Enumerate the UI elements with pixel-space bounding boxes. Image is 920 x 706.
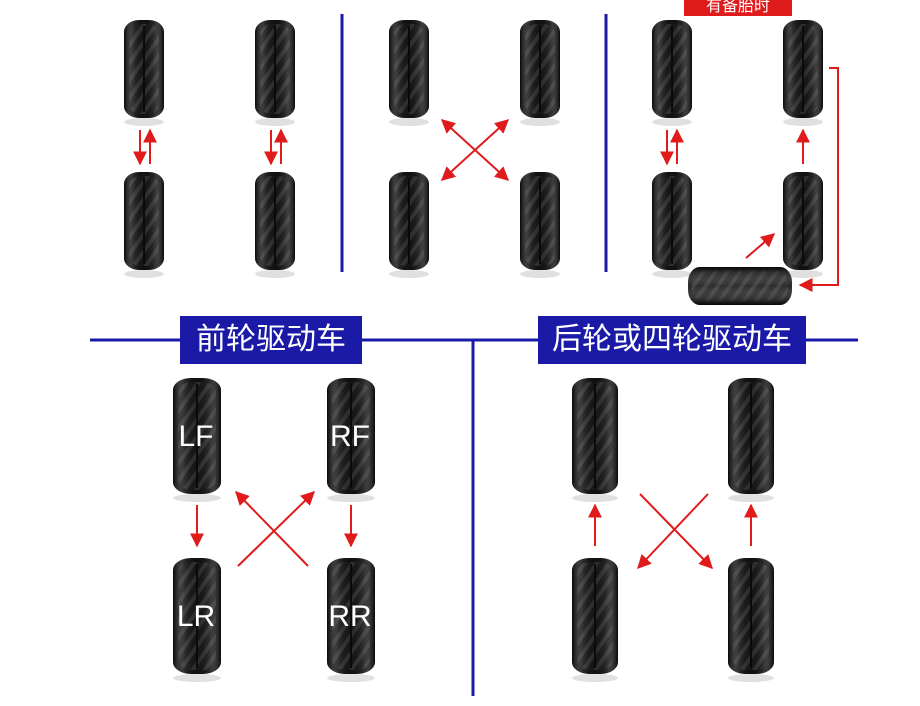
tire-rwd-1 xyxy=(572,378,618,502)
tire-top-mid-4 xyxy=(520,172,560,278)
tire-shine xyxy=(652,172,692,270)
tire-shine xyxy=(783,172,823,270)
tire-shadow xyxy=(173,494,221,502)
tire-top-mid-3 xyxy=(389,172,429,278)
tire-shadow xyxy=(728,494,774,502)
tire-shadow xyxy=(173,674,221,682)
position-label-rf: RF xyxy=(330,420,370,453)
spare-tire-tag: 有备胎时 xyxy=(684,0,792,16)
tire-shine xyxy=(688,267,792,305)
tire-shadow xyxy=(652,270,692,278)
tire-top-left-3 xyxy=(124,172,164,278)
rotation-arrows xyxy=(133,67,839,570)
tire-top-mid-1 xyxy=(389,20,429,126)
tire-shine xyxy=(728,558,774,674)
tire-shadow xyxy=(124,118,164,126)
tire-shadow xyxy=(520,270,560,278)
tire-shine xyxy=(728,378,774,494)
tire-shine xyxy=(389,172,429,270)
tire-shine xyxy=(520,20,560,118)
tire-shine xyxy=(389,20,429,118)
tire-shine xyxy=(124,20,164,118)
tire-shadow xyxy=(520,118,560,126)
position-label-lf: LF xyxy=(178,420,214,453)
tire-top-left-1 xyxy=(124,20,164,126)
arrow-cross xyxy=(639,493,713,570)
tire-shadow xyxy=(783,270,823,278)
tire-shadow xyxy=(652,118,692,126)
rear-or-4wd-title: 后轮或四轮驱动车 xyxy=(538,316,806,364)
tire-shadow xyxy=(389,270,429,278)
tire-top-right-4 xyxy=(783,172,823,278)
tire-lr xyxy=(173,558,221,682)
tire-shine xyxy=(783,20,823,118)
tire-rr xyxy=(327,558,375,682)
tire-shadow xyxy=(124,270,164,278)
tire-rwd-3 xyxy=(572,558,618,682)
tire-shine xyxy=(173,558,221,674)
tire-shadow xyxy=(572,494,618,502)
tire-top-mid-2 xyxy=(520,20,560,126)
tire-shine xyxy=(173,378,221,494)
arrow-rr-to-lf xyxy=(235,490,309,567)
tire-shadow xyxy=(327,674,375,682)
tire-rf xyxy=(327,378,375,502)
tire-rwd-4 xyxy=(728,558,774,682)
tire-shine xyxy=(652,20,692,118)
tire-shadow xyxy=(327,494,375,502)
position-label-lr: LR xyxy=(176,600,216,633)
tires xyxy=(124,20,823,682)
tire-shine xyxy=(327,558,375,674)
tire-shine xyxy=(255,20,295,118)
tire-shadow xyxy=(783,118,823,126)
tire-shine xyxy=(255,172,295,270)
tire-shadow xyxy=(389,118,429,126)
tire-lf xyxy=(173,378,221,502)
tire-shine xyxy=(572,558,618,674)
tire-shine xyxy=(520,172,560,270)
tire-shine xyxy=(124,172,164,270)
position-label-rr: RR xyxy=(328,600,372,633)
arrow-cross-2 xyxy=(440,119,510,181)
tire-top-left-4 xyxy=(255,172,295,278)
tire-shadow xyxy=(572,674,618,682)
tire-top-right-2 xyxy=(783,20,823,126)
tire-top-right-1 xyxy=(652,20,692,126)
tire-shadow xyxy=(255,270,295,278)
tire-top-left-2 xyxy=(255,20,295,126)
arrow-spare-up xyxy=(745,233,776,259)
tire-rwd-2 xyxy=(728,378,774,502)
tire-shine xyxy=(327,378,375,494)
front-wheel-drive-title: 前轮驱动车 xyxy=(180,316,362,364)
tire-top-right-3 xyxy=(652,172,692,278)
tire-shadow xyxy=(728,674,774,682)
arrow-to-spare xyxy=(798,67,839,292)
arrow-cross xyxy=(637,493,709,570)
arrow-lr-to-rf xyxy=(237,491,316,567)
tire-spare xyxy=(688,267,792,305)
tire-shadow xyxy=(255,118,295,126)
tire-shine xyxy=(572,378,618,494)
